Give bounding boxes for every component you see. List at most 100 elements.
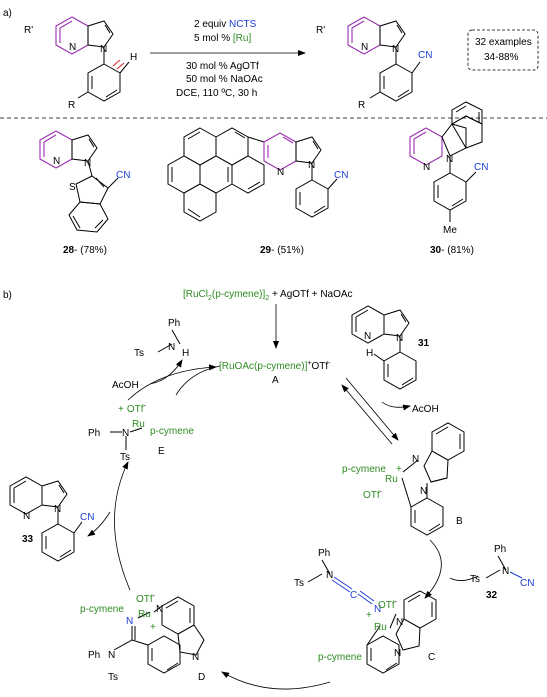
acoh-loss-arrow — [381, 401, 411, 411]
product-cn-label: CN — [418, 50, 432, 61]
ex29-indole-n: N — [308, 160, 315, 171]
acoh-release-arrow — [149, 359, 183, 385]
product-33-structure — [9, 476, 83, 562]
tsnhph-n: N — [168, 342, 175, 353]
r-label: R — [68, 100, 75, 111]
ex28-pyridine-n: N — [53, 156, 60, 167]
tsnhph-ph: Ph — [168, 318, 180, 329]
cycle-arrow-d-to-e — [114, 461, 131, 591]
condition-line-3: 30 mol % AgOTf — [186, 61, 259, 72]
condition-line-1: 2 equiv NCTS — [194, 19, 257, 30]
ncts-cn: CN — [520, 578, 534, 589]
b-indole-n: N — [420, 486, 427, 497]
ex28-s-label: S — [69, 182, 76, 193]
example-29-structure — [167, 127, 338, 222]
c-nitrile-n: N — [374, 604, 381, 615]
b-ru: Ru — [385, 474, 398, 485]
label-e: E — [158, 446, 165, 457]
tsnhph-structure — [157, 329, 181, 353]
s31-pyridine-n: N — [364, 331, 371, 342]
condition-line-5: DCE, 110 ºC, 30 h — [176, 88, 257, 99]
label-b: B — [456, 516, 463, 527]
acoh-left: AcOH — [112, 380, 139, 391]
product-r-label: R — [358, 100, 365, 111]
ex30-pyridine-n: N — [423, 162, 430, 173]
d-plus: + — [150, 622, 156, 633]
d-ph: Ph — [88, 650, 100, 661]
cycle-arrow-b-to-c — [424, 539, 442, 599]
scope-box — [467, 29, 539, 71]
scope-examples: 32 examples — [475, 37, 532, 48]
d-ru: Ru — [138, 609, 151, 620]
s31-indole-n: N — [396, 333, 403, 344]
ex28-cn-label: CN — [116, 170, 130, 181]
product-r-prime-label: R' — [316, 25, 325, 36]
e-ph: Ph — [88, 428, 100, 439]
equilibrium-forward — [345, 377, 399, 441]
product-azaindole-structure — [347, 16, 421, 102]
ex28-caption: 28- (78%) — [63, 245, 107, 256]
cycle-arrow-e-to-a — [175, 365, 221, 396]
p33-cn: CN — [80, 512, 94, 523]
ex29-cn-label: CN — [334, 170, 348, 181]
b-otf: OTf- — [363, 489, 383, 501]
label-33: 33 — [22, 534, 34, 545]
ncts-ph: Ph — [494, 544, 506, 555]
b-p-cymene: p-cymene — [342, 464, 386, 475]
intermediate-e-structure — [110, 427, 143, 450]
intermediate-c-structure — [307, 559, 437, 674]
reactant-azaindole-structure — [55, 16, 130, 102]
d-otf: OTf- — [136, 593, 156, 605]
label-d: D — [198, 672, 205, 683]
tsnhph-h: H — [182, 348, 189, 359]
species-a-formula: [RuOAc(p-cymene)]+OTf- — [219, 360, 331, 372]
s31-h: H — [366, 348, 373, 359]
ex30-carbazole-n: N — [446, 154, 453, 165]
ex29-pyridine-n: N — [277, 167, 284, 178]
ex30-caption: 30- (81%) — [430, 245, 474, 256]
part-a-label: a) — [3, 8, 12, 19]
substrate-31-structure — [351, 305, 417, 390]
e-ru: Ru — [132, 419, 145, 430]
intermediate-d-structure — [113, 596, 205, 674]
part-b-label: b) — [3, 290, 12, 301]
condition-line-2: 5 mol % [Ru] — [194, 33, 251, 44]
label-32: 32 — [486, 590, 498, 601]
b-pyridine-n: N — [412, 454, 419, 465]
ncts-n: N — [502, 566, 509, 577]
c-ph: Ph — [318, 548, 330, 559]
ncts-entry-arrow — [449, 575, 479, 581]
cycle-arrow-c-to-d — [221, 671, 331, 690]
p33-pyridine-n: N — [23, 511, 30, 522]
intermediate-b-structure — [401, 422, 465, 536]
e-n: N — [122, 428, 129, 439]
ex28-indole-n: N — [84, 158, 91, 169]
tsnhph-ts: Ts — [134, 348, 144, 359]
c-ts: Ts — [294, 578, 304, 589]
scope-yields: 34-88% — [484, 52, 519, 63]
d-p-cymene: p-cymene — [80, 604, 124, 615]
pyridine-n-label: N — [69, 42, 76, 53]
c-pyridine-n: N — [396, 617, 403, 628]
d-indole-n: N — [192, 652, 199, 663]
equilibrium-reverse — [341, 384, 393, 445]
acoh-right: AcOH — [412, 404, 439, 415]
ncts-32-structure — [485, 555, 523, 579]
b-plus: + — [396, 464, 402, 475]
label-c: C — [428, 652, 435, 663]
d-pyridine-n: N — [156, 604, 163, 615]
condition-line-4: 50 mol % NaOAc — [186, 74, 263, 85]
ncts-ts: Ts — [470, 574, 480, 585]
c-indole-n: N — [394, 648, 401, 659]
example-28-structure — [39, 130, 119, 233]
c-ru: Ru — [374, 622, 387, 633]
example-30-structure — [409, 101, 483, 222]
reactive-h-label: H — [130, 52, 137, 63]
label-a: A — [272, 375, 279, 386]
label-31: 31 — [418, 338, 430, 349]
c-ncts-n: N — [326, 570, 333, 581]
d-amide-n: N — [108, 650, 115, 661]
ex30-cn-label: CN — [474, 162, 488, 173]
